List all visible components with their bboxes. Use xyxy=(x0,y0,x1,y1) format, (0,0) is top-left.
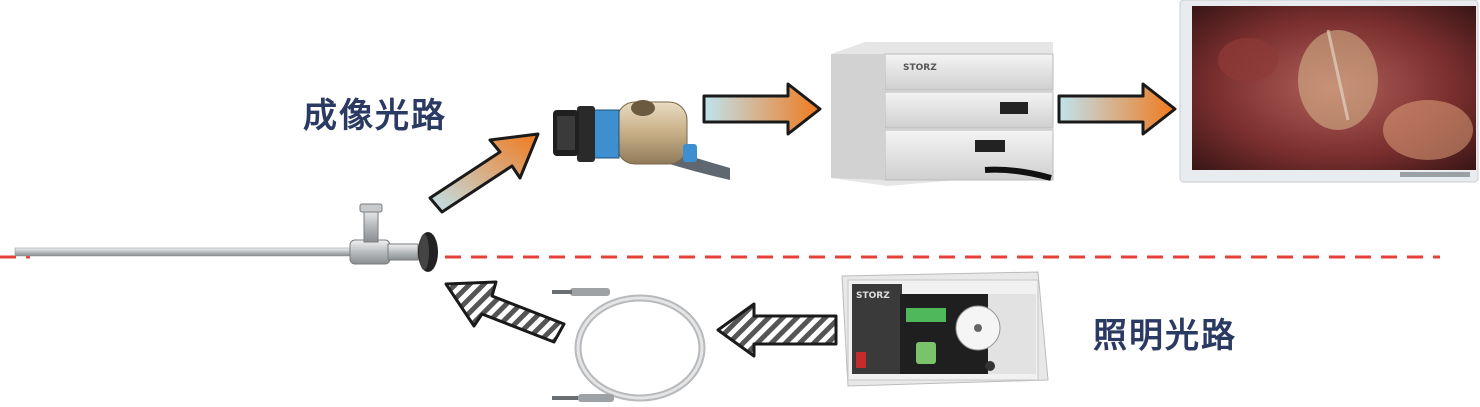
monitor-image xyxy=(1179,0,1479,183)
imaging-path-label: 成像光路 xyxy=(303,96,447,136)
light-source-image: STORZ xyxy=(841,271,1049,387)
light-cable-image xyxy=(552,288,706,402)
camera-head-image xyxy=(553,100,730,180)
arrow-camera-to-ccu xyxy=(702,82,822,136)
arrow-ccu-to-monitor xyxy=(1057,82,1177,136)
arrow-cable-to-laparoscope xyxy=(444,280,566,344)
arrow-light-source-to-cable xyxy=(716,302,838,358)
camera-control-unit-image: STORZ xyxy=(831,42,1054,186)
light-source-brand-text: STORZ xyxy=(856,291,890,301)
ccu-brand-text: STORZ xyxy=(903,63,937,73)
dashed-divider xyxy=(0,255,1440,259)
illumination-path-label: 照明光路 xyxy=(1093,316,1237,356)
arrow-laparoscope-to-camera xyxy=(428,132,540,214)
laparoscope-image xyxy=(14,203,438,272)
